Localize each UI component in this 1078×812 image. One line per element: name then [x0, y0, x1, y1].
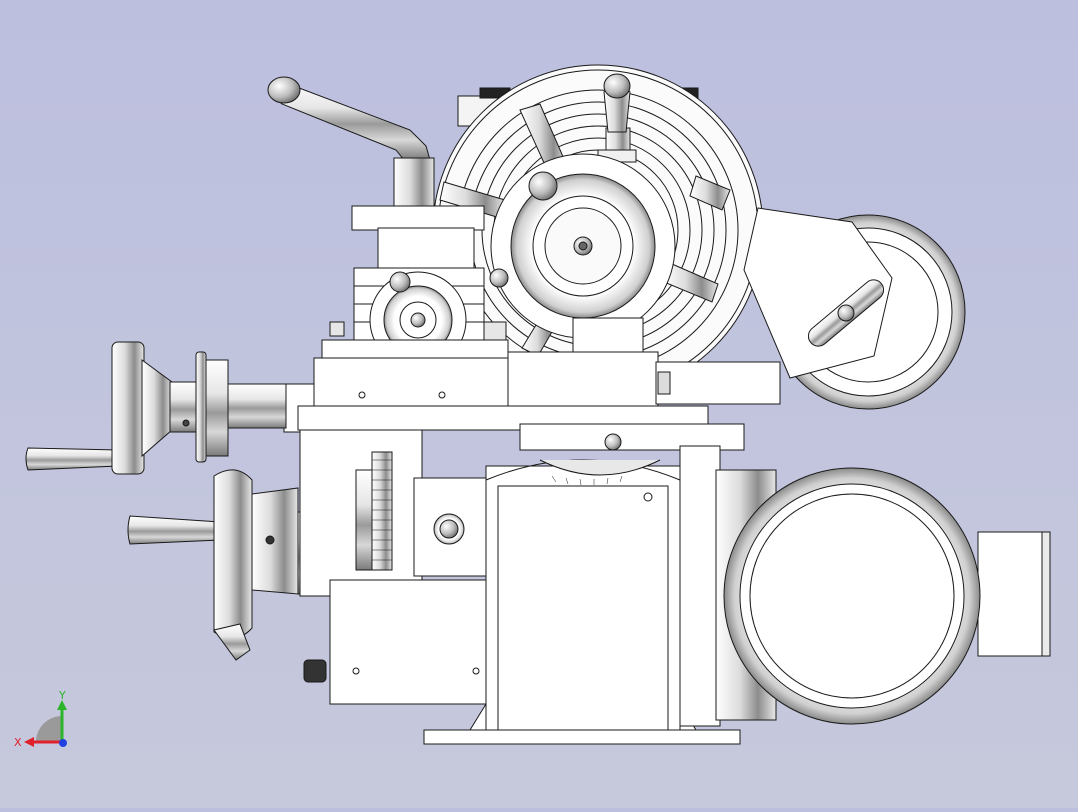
x-axis-arrowhead: [24, 737, 34, 747]
x-axis-label: X: [14, 736, 22, 749]
upper-handwheel[interactable]: [25, 341, 287, 475]
y-axis-arrowhead: [57, 700, 67, 710]
main-column: [423, 445, 741, 745]
spindle-head: [489, 153, 676, 353]
cross-slide-lever[interactable]: [267, 76, 485, 269]
triad-shade: [36, 716, 62, 742]
axis-triad: Y X: [14, 689, 67, 749]
gear-housing: [299, 429, 487, 705]
y-axis-label: Y: [58, 689, 66, 702]
z-axis-dot: [59, 739, 67, 747]
right-wheel: [743, 207, 966, 410]
feed-dial-block: [321, 267, 509, 369]
slide-bed: [283, 351, 781, 451]
motor: [715, 467, 1051, 725]
